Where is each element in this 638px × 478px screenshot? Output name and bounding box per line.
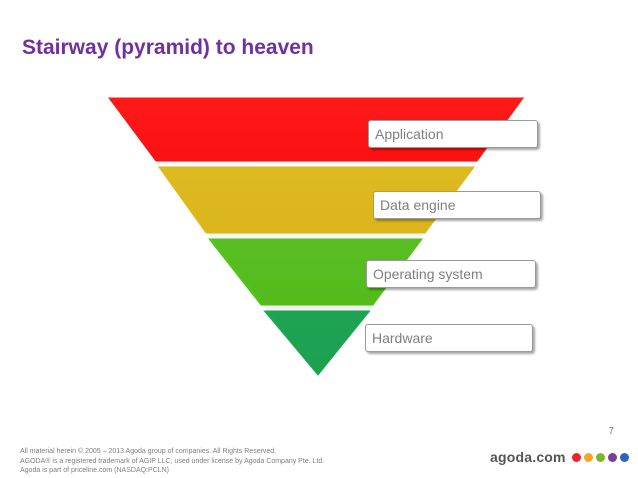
label-hardware: Hardware — [365, 324, 533, 352]
logo-dot-icon — [583, 452, 593, 462]
logo-dot-icon — [607, 452, 617, 462]
footer-line: All material herein © 2005 – 2013 Agoda … — [20, 448, 277, 455]
logo-dot-icon — [619, 452, 629, 462]
pyramid-shading — [105, 96, 527, 378]
slide-title: Stairway (pyramid) to heaven — [22, 36, 314, 59]
footer-line: Agoda is part of priceline.com (NASDAQ:P… — [20, 467, 169, 474]
logo-dot-icon — [595, 452, 605, 462]
label-data-engine: Data engine — [373, 191, 541, 219]
agoda-logo: agoda.com — [490, 449, 629, 465]
brand-name: agoda.com — [490, 449, 566, 465]
label-application: Application — [368, 120, 538, 148]
footer-legal: All material herein © 2005 – 2013 Agoda … — [20, 447, 324, 476]
label-operating-system: Operating system — [366, 260, 536, 288]
page-number: 7 — [608, 426, 614, 437]
logo-dot-icon — [571, 452, 581, 462]
footer-line: AGODA® is a registered trademark of AGIP… — [20, 457, 325, 465]
